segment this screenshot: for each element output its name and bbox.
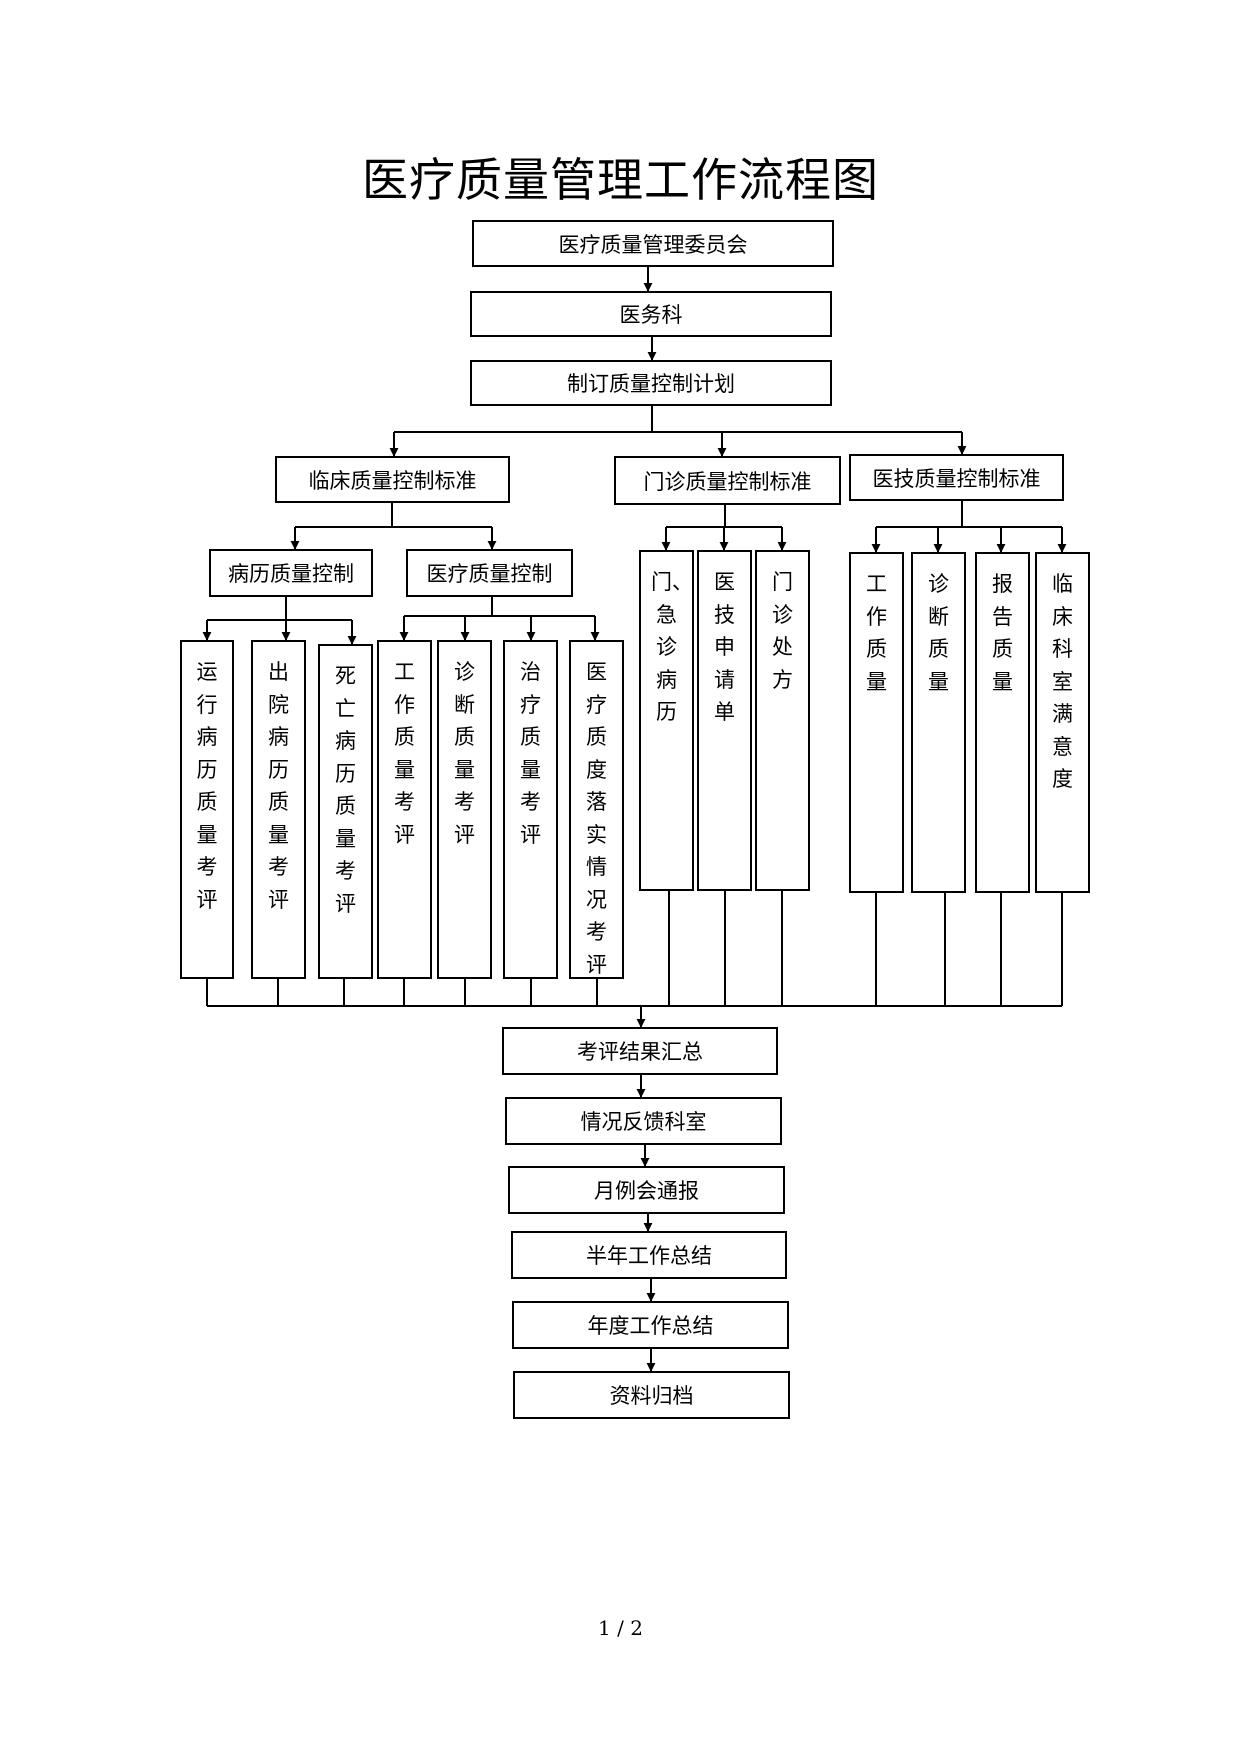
tech-item-box: 诊断质量 bbox=[911, 552, 966, 893]
results-summary-box: 考评结果汇总 bbox=[502, 1027, 778, 1075]
medical-item-box: 治疗质量考评 bbox=[503, 640, 558, 979]
outpatient-standard-box: 门诊质量控制标准 bbox=[614, 456, 841, 505]
medical-item-label: 治疗质量考评 bbox=[520, 660, 541, 847]
page-number: 1 / 2 bbox=[598, 1616, 643, 1640]
medical-item-box: 诊断质量考评 bbox=[437, 640, 492, 979]
outpatient-item-box: 医技申请单 bbox=[697, 550, 752, 891]
tech-item-label: 临床科室满意度 bbox=[1052, 572, 1073, 791]
medical-item-label: 工作质量考评 bbox=[394, 660, 415, 847]
medical-item-box: 工作质量考评 bbox=[377, 640, 432, 979]
monthly-report-box: 月例会通报 bbox=[508, 1166, 785, 1214]
record-item-label: 死亡病历质量考评 bbox=[335, 664, 356, 916]
half-year-summary-box: 半年工作总结 bbox=[511, 1231, 787, 1279]
medical-control-box: 医疗质量控制 bbox=[406, 549, 573, 597]
annual-summary-box: 年度工作总结 bbox=[512, 1301, 789, 1349]
medical-tech-standard-box: 医技质量控制标准 bbox=[849, 454, 1064, 501]
record-item-box: 出院病历质量考评 bbox=[251, 640, 306, 979]
medical-item-label: 诊断质量考评 bbox=[454, 660, 475, 847]
medical-affairs-box: 医务科 bbox=[470, 291, 832, 337]
quality-plan-box: 制订质量控制计划 bbox=[470, 360, 832, 406]
medical-item-box: 医疗质度落实情况考评 bbox=[569, 640, 624, 979]
archive-box: 资料归档 bbox=[513, 1371, 790, 1419]
tech-item-label: 工作质量 bbox=[866, 572, 887, 694]
page-title: 医疗质量管理工作流程图 bbox=[362, 153, 879, 207]
record-item-box: 运行病历质量考评 bbox=[180, 640, 234, 979]
record-item-label: 运行病历质量考评 bbox=[196, 660, 218, 912]
committee-box: 医疗质量管理委员会 bbox=[472, 220, 834, 267]
tech-item-box: 报告质量 bbox=[975, 552, 1030, 893]
feedback-box: 情况反馈科室 bbox=[505, 1097, 782, 1145]
outpatient-item-label: 医技申请单 bbox=[714, 570, 735, 724]
tech-item-label: 诊断质量 bbox=[928, 572, 949, 694]
record-control-box: 病历质量控制 bbox=[209, 549, 373, 597]
outpatient-item-label: 门、急诊病历 bbox=[651, 570, 693, 724]
tech-item-label: 报告质量 bbox=[992, 572, 1013, 694]
clinical-standard-box: 临床质量控制标准 bbox=[275, 456, 510, 503]
record-item-box: 死亡病历质量考评 bbox=[318, 644, 373, 979]
outpatient-item-box: 门、急诊病历 bbox=[639, 550, 694, 891]
tech-item-box: 工作质量 bbox=[849, 552, 904, 893]
medical-item-label: 医疗质度落实情况考评 bbox=[586, 660, 607, 977]
outpatient-item-label: 门诊处方 bbox=[772, 570, 793, 692]
tech-item-box: 临床科室满意度 bbox=[1035, 552, 1090, 893]
outpatient-item-box: 门诊处方 bbox=[755, 550, 810, 891]
record-item-label: 出院病历质量考评 bbox=[268, 660, 289, 912]
